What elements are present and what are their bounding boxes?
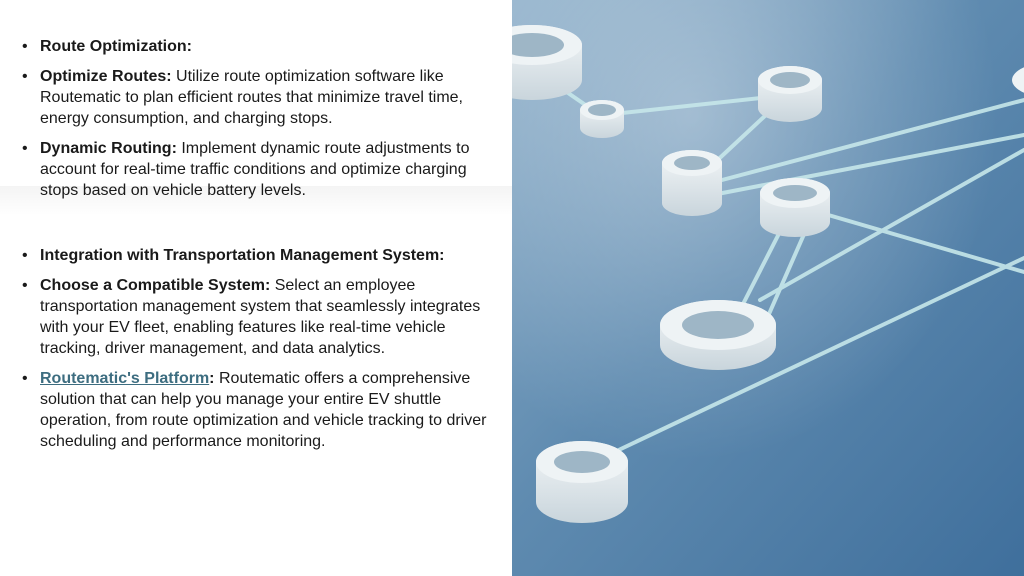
ring-node <box>662 150 722 216</box>
item-text: Select an employee transportation manage… <box>40 277 481 357</box>
list-item-routematic-platform: • Routematic's Platform: Routematic offe… <box>20 368 492 452</box>
list-item-dynamic-routing: • Dynamic Routing: Implement dynamic rou… <box>20 138 492 201</box>
item-heading: Route Optimization: <box>40 38 192 55</box>
list-item-compatible-system: • Choose a Compatible System: Select an … <box>20 275 492 359</box>
ring-node <box>1012 67 1024 93</box>
item-text: Implement dynamic route adjustments to a… <box>40 140 470 199</box>
item-heading: Dynamic Routing: <box>40 140 177 157</box>
section-divider <box>0 186 512 216</box>
item-colon: : <box>209 370 215 387</box>
bullet-icon: • <box>22 247 28 264</box>
bullet-icon: • <box>22 140 28 157</box>
network-illustration <box>512 0 1024 576</box>
item-text: Utilize route optimization software like… <box>40 68 463 127</box>
list-item-optimize-routes: • Optimize Routes: Utilize route optimiz… <box>20 66 492 129</box>
item-heading: Choose a Compatible System: <box>40 277 271 294</box>
bullet-icon: • <box>22 38 28 55</box>
bullet-icon: • <box>22 277 28 294</box>
item-text: Routematic offers a comprehensive soluti… <box>40 370 487 450</box>
ring-node <box>580 100 624 138</box>
item-heading: Optimize Routes: <box>40 68 172 85</box>
list-item-integration: • Integration with Transportation Manage… <box>20 245 492 266</box>
item-heading: Integration with Transportation Manageme… <box>40 247 445 264</box>
ring-node <box>760 178 830 237</box>
ring-node <box>536 441 628 523</box>
bullet-list-integration: • Integration with Transportation Manage… <box>20 245 492 461</box>
bullet-icon: • <box>22 68 28 85</box>
ring-node <box>758 66 822 122</box>
ring-node <box>660 300 776 370</box>
routematic-platform-link[interactable]: Routematic's Platform <box>40 370 210 387</box>
list-item-route-optimization: • Route Optimization: <box>20 36 492 57</box>
node-rings <box>512 25 1024 523</box>
network-nodes-image <box>512 0 1024 576</box>
bullet-list-route: • Route Optimization: • Optimize Routes:… <box>20 36 492 210</box>
text-panel: • Route Optimization: • Optimize Routes:… <box>0 36 512 461</box>
connection-lines <box>540 73 1024 467</box>
bullet-icon: • <box>22 370 28 387</box>
ring-node <box>512 25 582 100</box>
